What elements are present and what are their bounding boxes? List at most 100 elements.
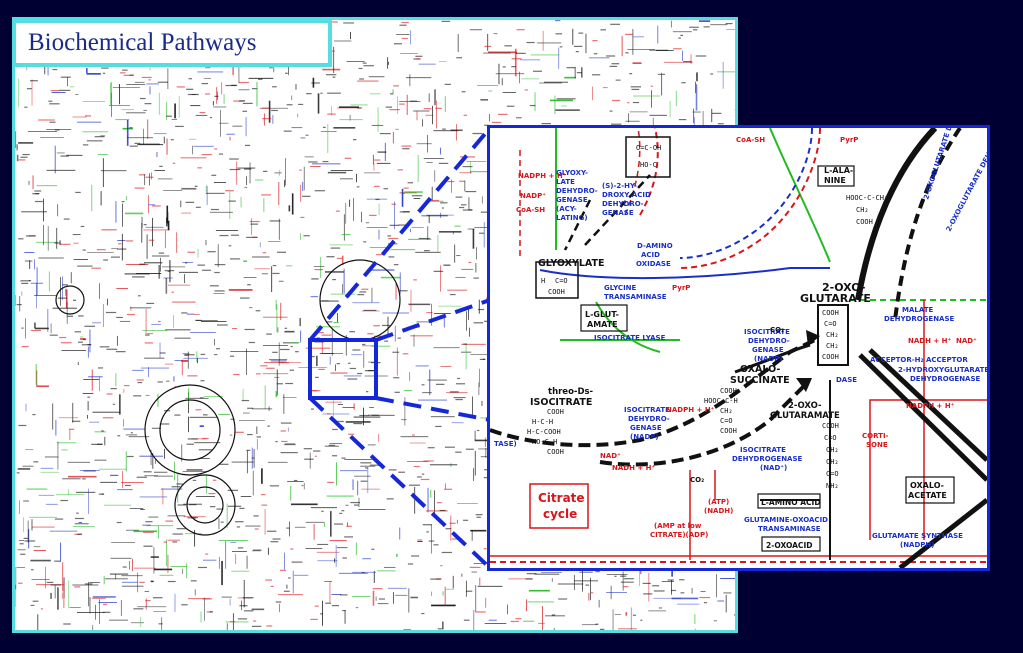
svg-text:(AMP at low: (AMP at low — [654, 522, 702, 530]
citrate-cycle-label: Citrate cycle — [538, 491, 585, 521]
svg-text:DEHYDROGENASE: DEHYDROGENASE — [884, 315, 955, 323]
connector-top-right — [375, 298, 491, 342]
svg-text:H: H — [541, 277, 545, 285]
svg-text:CoA-SH: CoA-SH — [736, 136, 765, 144]
svg-text:ACID: ACID — [641, 251, 660, 259]
svg-text:cycle: cycle — [543, 507, 577, 521]
svg-text:(NADH): (NADH) — [704, 507, 733, 515]
svg-text:C=O: C=O — [555, 277, 568, 285]
svg-text:CITRATE)(ADP): CITRATE)(ADP) — [650, 531, 708, 539]
label-glutarate: GLUTARATE — [800, 292, 871, 305]
svg-text:DEHYDROGENASE: DEHYDROGENASE — [732, 455, 803, 463]
svg-text:H-C-COOH: H-C-COOH — [527, 428, 561, 436]
svg-text:H-C-H: H-C-H — [532, 418, 553, 426]
svg-text:COOH: COOH — [547, 448, 564, 456]
svg-text:DEHYDRO-: DEHYDRO- — [748, 337, 790, 345]
svg-text:CORTI-: CORTI- — [862, 432, 889, 440]
label-oxalo: OXALO- — [740, 364, 780, 375]
svg-text:NADPH + H⁺: NADPH + H⁺ — [666, 406, 715, 414]
svg-text:COOH: COOH — [548, 288, 565, 296]
svg-text:TASE): TASE) — [494, 440, 517, 448]
label-succinate: SUCCINATE — [730, 375, 790, 386]
svg-text:DASE: DASE — [836, 376, 857, 384]
connector-bottom-left — [308, 396, 492, 570]
label-amate: AMATE — [587, 320, 618, 329]
svg-text:HOOC-C-CH₃: HOOC-C-CH₃ — [846, 194, 888, 202]
label-glyoxylate: GLYOXYLATE — [538, 258, 605, 269]
label-glutaramate: GLUTARAMATE — [770, 411, 840, 421]
label-threo: threo-Ds- — [548, 387, 594, 397]
svg-text:DEHYDRO-: DEHYDRO- — [602, 200, 644, 208]
svg-text:HO-C-H: HO-C-H — [532, 438, 557, 446]
svg-text:(NAD⁺): (NAD⁺) — [760, 464, 787, 472]
svg-text:CH₂: CH₂ — [826, 331, 839, 339]
svg-text:CO₂: CO₂ — [690, 476, 704, 484]
label-nine: NINE — [824, 176, 846, 185]
slide-title: Biochemical Pathways — [28, 29, 257, 56]
svg-text:HOOC-C-H: HOOC-C-H — [704, 397, 738, 405]
svg-text:TRANSAMINASE: TRANSAMINASE — [604, 293, 667, 301]
svg-text:GLYOXY-: GLYOXY- — [556, 169, 588, 177]
connector-bottom-right — [375, 396, 491, 422]
svg-text:(ACY-: (ACY- — [556, 205, 577, 213]
svg-text:DROXY ACID: DROXY ACID — [602, 191, 651, 199]
svg-text:GENASE: GENASE — [556, 196, 588, 204]
svg-text:OXIDASE: OXIDASE — [636, 260, 671, 268]
svg-text:CH₂: CH₂ — [856, 206, 869, 214]
svg-text:LATING): LATING) — [556, 214, 588, 222]
zoom-region-marker — [308, 338, 378, 400]
svg-text:(NADP): (NADP) — [754, 355, 783, 363]
svg-text:NAD⁺: NAD⁺ — [600, 452, 621, 460]
svg-text:CoA-SH: CoA-SH — [516, 206, 545, 214]
svg-text:C=O: C=O — [824, 320, 837, 328]
svg-text:ISOCITRATE: ISOCITRATE — [740, 446, 786, 454]
svg-text:Citrate: Citrate — [538, 491, 585, 505]
zoom-connectors — [308, 126, 492, 570]
svg-text:COOH: COOH — [822, 422, 839, 430]
svg-text:(S)-2-HY-: (S)-2-HY- — [602, 182, 637, 190]
svg-text:NAD⁺: NAD⁺ — [956, 337, 977, 345]
svg-text:ACCEPTOR-H₂ ACCEPTOR: ACCEPTOR-H₂ ACCEPTOR — [870, 356, 968, 364]
svg-text:NH₂: NH₂ — [826, 482, 839, 490]
svg-text:TRANSAMINASE: TRANSAMINASE — [758, 525, 821, 533]
citrate-cycle-box — [529, 483, 589, 529]
label-2-oxo: 2-OXO- — [822, 281, 865, 294]
svg-text:GLUTAMATE SYNTHASE: GLUTAMATE SYNTHASE — [872, 532, 963, 540]
svg-text:GENASE: GENASE — [752, 346, 784, 354]
label-2-oxo-amide: 2-OXO- — [788, 401, 822, 411]
svg-text:C=O: C=O — [824, 434, 837, 442]
svg-text:ISOCITRATE: ISOCITRATE — [624, 406, 670, 414]
zoom-main-arrows — [490, 128, 987, 568]
label-ala: L-ALA- — [824, 166, 853, 175]
svg-text:DEHYDRO-: DEHYDRO- — [628, 415, 670, 423]
svg-text:GLUTAMINE-OXOACID: GLUTAMINE-OXOACID — [744, 516, 828, 524]
svg-text:(ATP): (ATP) — [708, 498, 729, 506]
svg-text:MALATE: MALATE — [902, 306, 933, 314]
svg-text:CH₂: CH₂ — [826, 342, 839, 350]
label-l-glut: L-GLUT- — [585, 310, 619, 319]
title-box: Biochemical Pathways — [12, 19, 332, 67]
svg-text:O=C-OH: O=C-OH — [636, 144, 661, 152]
connector-top-left — [308, 126, 492, 342]
svg-text:GLYCINE: GLYCINE — [604, 284, 637, 292]
svg-text:NADH + H⁺: NADH + H⁺ — [908, 337, 952, 345]
svg-text:(NADPH): (NADPH) — [900, 541, 934, 549]
svg-text:2-HYDROXYGLUTARATE: 2-HYDROXYGLUTARATE — [898, 366, 989, 374]
svg-text:NADH + H⁺: NADH + H⁺ — [612, 464, 656, 472]
label-oxalo-2: OXALO- — [910, 481, 944, 490]
zoom-cofactors: NADPH + H⁺ NADP⁺ CoA-SH CoA-SH PyrP PyrP… — [516, 136, 977, 539]
svg-text:COOH: COOH — [822, 309, 839, 317]
zoom-panel — [490, 128, 987, 568]
svg-text:COOH: COOH — [720, 427, 737, 435]
svg-text:PyrP: PyrP — [672, 284, 690, 292]
label-2-oxoacid: 2-OXOACID — [766, 541, 812, 550]
svg-text:LATE: LATE — [556, 178, 575, 186]
svg-text:COOH: COOH — [856, 218, 873, 226]
svg-text:DEHYDROGENASE: DEHYDROGENASE — [910, 375, 981, 383]
label-l-amino-acid: L-AMINO ACID — [761, 498, 821, 507]
svg-text:PyrP: PyrP — [840, 136, 858, 144]
svg-text:C=O: C=O — [826, 470, 839, 478]
